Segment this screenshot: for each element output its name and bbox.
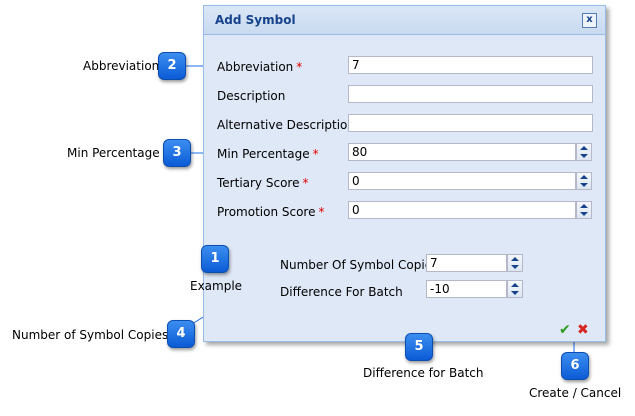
alt-description-label: Alternative Description [217,118,355,132]
promotion-score-label-text: Promotion Score [217,205,316,219]
min-percentage-label-text: Min Percentage [217,147,310,161]
symbol-copies-spinner[interactable] [507,254,523,272]
callout-label-min-percentage: Min Percentage [67,146,160,160]
callout-label-abbreviation: Abbreviation [83,59,160,73]
create-check-icon[interactable]: ✔ [559,322,571,338]
dialog-title: Add Symbol [215,13,296,27]
symbol-copies-input[interactable]: 7 [426,254,507,272]
tertiary-score-input[interactable]: 0 [348,172,576,190]
description-label: Description [217,89,286,103]
tertiary-score-label: Tertiary Score* [217,176,308,190]
abbreviation-label: Abbreviation* [217,60,302,74]
abbreviation-label-text: Abbreviation [217,60,294,74]
difference-batch-spinner[interactable] [507,280,523,298]
promotion-score-spinner[interactable] [576,201,592,219]
required-marker: * [296,60,303,74]
callout-badge-6: 6 [561,352,589,380]
min-percentage-input[interactable]: 80 [348,143,576,161]
callout-badge-5: 5 [405,333,433,361]
required-marker: * [302,176,309,190]
callout-badge-2: 2 [158,52,186,80]
tertiary-score-spinner[interactable] [576,172,592,190]
cancel-x-icon[interactable]: ✖ [577,322,589,338]
callout-label-difference-batch: Difference for Batch [363,366,484,380]
required-marker: * [318,205,325,219]
callout-label-example: Example [190,279,243,293]
callout-label-symbol-copies: Number of Symbol Copies [12,328,169,342]
required-marker: * [312,147,319,161]
alt-description-input[interactable] [348,114,593,132]
abbreviation-input[interactable]: 7 [348,56,593,74]
difference-batch-input[interactable]: -10 [426,280,507,298]
tertiary-score-label-text: Tertiary Score [217,176,300,190]
callout-badge-4: 4 [167,320,195,348]
min-percentage-spinner[interactable] [576,143,592,161]
dialog-titlebar[interactable]: Add Symbol x [204,6,605,35]
add-symbol-dialog: Add Symbol x Abbreviation* 7 Description… [203,5,606,342]
callout-badge-3: 3 [163,139,191,167]
callout-badge-1: 1 [201,245,229,273]
description-input[interactable] [348,85,593,103]
callout-label-create-cancel: Create / Cancel [529,386,622,400]
close-icon[interactable]: x [582,13,597,28]
symbol-copies-label: Number Of Symbol Copies [280,258,439,272]
difference-batch-label: Difference For Batch [280,285,403,299]
promotion-score-input[interactable]: 0 [348,201,576,219]
min-percentage-label: Min Percentage* [217,147,319,161]
promotion-score-label: Promotion Score* [217,205,324,219]
